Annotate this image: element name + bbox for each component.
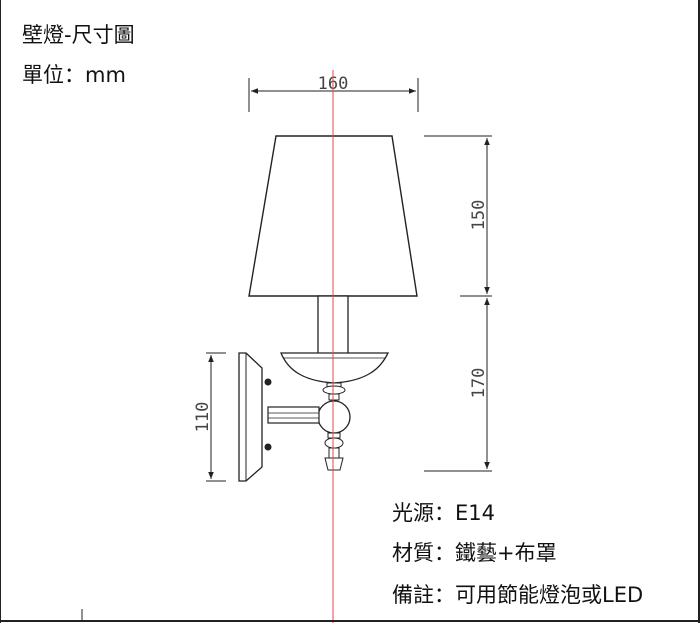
wall-arm [267, 406, 320, 424]
wall-backplate [238, 352, 272, 482]
bobeche-cup [280, 352, 390, 384]
unit-label: 單位：mm [22, 63, 126, 87]
shade-height-label: 150 [469, 200, 489, 231]
notes-spec: 備註：可用節能燈泡或LED [392, 583, 644, 607]
height-dimensions: 150 170 [424, 135, 492, 472]
lamp-stem [317, 382, 351, 471]
mounting-screw-icon [264, 443, 272, 451]
light-source-spec: 光源：E14 [392, 501, 495, 525]
material-spec: 材質：鐵藝+布罩 [392, 541, 557, 565]
backplate-height-label: 110 [193, 402, 213, 433]
mounting-screw-icon [264, 378, 272, 386]
body-height-label: 170 [469, 368, 489, 399]
page-title: 壁燈-尺寸圖 [22, 23, 135, 47]
backplate-height-dimension: 110 [193, 352, 226, 482]
